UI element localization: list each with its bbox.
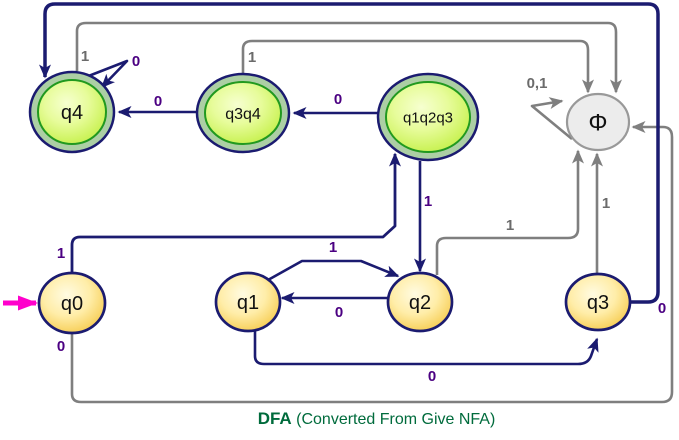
state-label-q3q4: q3q4 <box>225 106 261 123</box>
edge-q4-0-q4 <box>85 59 129 89</box>
edge-label-q2-0-q1: 0 <box>335 304 343 321</box>
edge-q2-1-phi <box>435 149 584 275</box>
state-label-q3: q3 <box>587 292 609 314</box>
edge-label-q4-1-phi: 1 <box>81 48 89 65</box>
diagram-title: DFA (Converted From Give NFA) <box>74 409 679 430</box>
state-label-q1: q1 <box>237 292 259 314</box>
edge-label-q3q4-0-q4: 0 <box>154 93 162 110</box>
state-phi: Φ <box>565 92 631 152</box>
state-circle-q1 <box>214 271 282 333</box>
state-q4: q4 <box>28 70 116 154</box>
edge-label-q3-1-phi: 1 <box>602 195 610 212</box>
edge-label-q1-0-q3: 0 <box>428 368 436 385</box>
title-subtitle-text: (Converted From Give NFA) <box>291 411 496 428</box>
state-label-q4: q4 <box>61 102 83 124</box>
state-q1q2q3: q1q2q3 <box>376 72 480 162</box>
state-inner-circle-q3q4 <box>204 81 282 145</box>
state-q1: q1 <box>214 271 282 333</box>
edge-label-q1q2q3-0-q3q4: 0 <box>334 91 342 108</box>
edge-label-q0-1-q1q2q3: 1 <box>57 245 65 262</box>
state-q3: q3 <box>564 272 632 332</box>
state-circle-q0 <box>37 271 107 335</box>
edge-label-q2-1-phi: 1 <box>506 217 514 234</box>
edge-label-q4-0-q4: 0 <box>132 53 140 70</box>
edge-label-q0-0-phi: 0 <box>57 338 65 355</box>
edge-label-q3-0-q4: 0 <box>658 300 666 317</box>
state-label-q2: q2 <box>409 292 431 314</box>
state-label-phi: Φ <box>588 110 607 137</box>
edge-q1-0-q3 <box>253 330 599 366</box>
state-q0: q0 <box>37 271 107 335</box>
edge-q1-1-q2 <box>267 259 400 282</box>
edge-label-q1q2q3-1-q2: 1 <box>424 193 432 210</box>
state-inner-circle-q1q2q3 <box>385 81 471 153</box>
edge-label-phi-01-phi: 0,1 <box>527 75 548 92</box>
edge-q3q4-1-phi <box>241 39 594 94</box>
edge-q4-1-phi <box>75 21 622 94</box>
state-q3q4: q3q4 <box>195 72 291 154</box>
edge-label-q1-1-q2: 1 <box>329 239 337 256</box>
state-circle-q2 <box>386 271 454 333</box>
edge-q0-0-phi <box>70 121 674 404</box>
edge-q0-1-q1q2q3 <box>70 152 401 273</box>
edge-phi-01-phi <box>530 97 573 141</box>
title-dfa-text: DFA <box>257 409 292 428</box>
state-inner-circle-q4 <box>37 79 107 145</box>
state-circle-phi <box>565 92 631 152</box>
state-label-q1q2q3: q1q2q3 <box>403 109 453 126</box>
state-q2: q2 <box>386 271 454 333</box>
state-label-q0: q0 <box>61 293 83 315</box>
edge-q3-0-q4 <box>39 2 660 304</box>
state-circle-q3 <box>564 272 632 332</box>
edge-label-q3q4-1-phi: 1 <box>248 49 256 66</box>
